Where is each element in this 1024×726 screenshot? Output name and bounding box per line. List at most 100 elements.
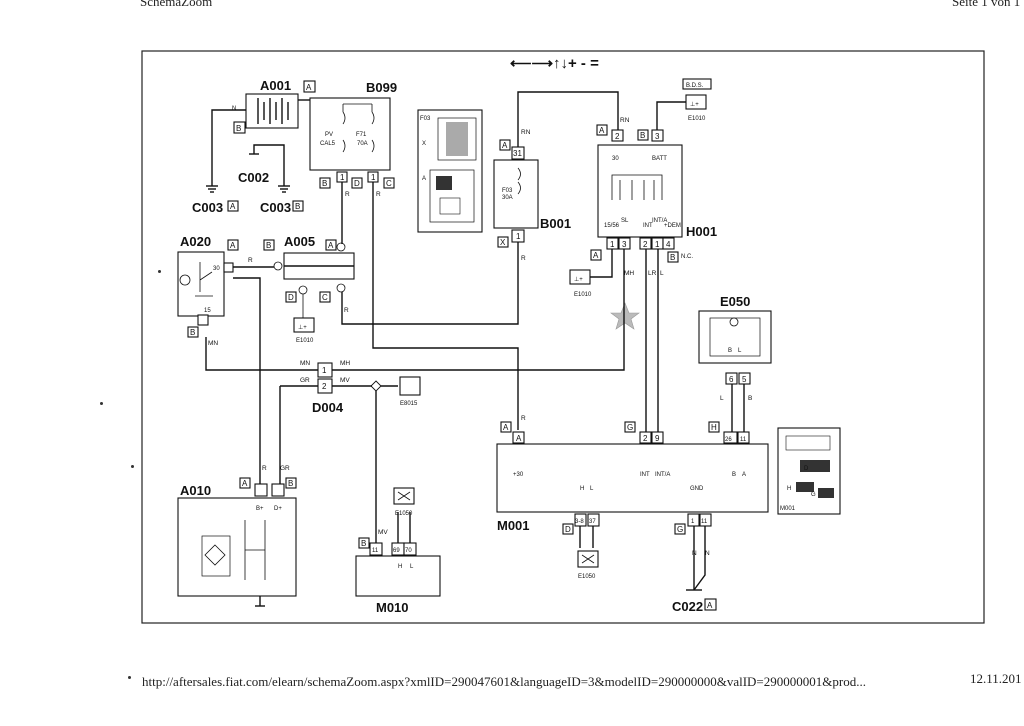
svg-text:30A: 30A — [502, 195, 513, 201]
svg-text:⊥+: ⊥+ — [690, 101, 699, 108]
svg-text:30: 30 — [213, 266, 220, 272]
svg-text:R: R — [376, 191, 381, 198]
starter-a005: A005 B A D C ⊥+ E1010 — [263, 234, 355, 344]
footer-url[interactable]: http://aftersales.fiat.com/elearn/schema… — [142, 674, 866, 689]
svg-text:D: D — [354, 179, 360, 188]
svg-text:B: B — [640, 131, 645, 140]
label-a020: A020 — [180, 234, 211, 249]
svg-text:1: 1 — [322, 366, 327, 375]
svg-text:SL: SL — [621, 218, 629, 224]
inset-f03: F03 X A — [417, 109, 483, 233]
svg-text:B: B — [236, 124, 241, 133]
svg-text:C: C — [386, 179, 392, 188]
svg-text:11: 11 — [740, 437, 747, 443]
svg-text:INT/A: INT/A — [652, 218, 667, 224]
svg-text:R: R — [262, 465, 267, 472]
svg-text:H: H — [580, 486, 584, 492]
svg-text:6: 6 — [729, 375, 734, 384]
svg-text:F03: F03 — [502, 188, 513, 194]
svg-text:MH: MH — [624, 270, 634, 277]
svg-text:D: D — [804, 466, 809, 472]
svg-text:1: 1 — [516, 232, 521, 241]
svg-text:F71: F71 — [356, 132, 367, 138]
svg-text:5: 5 — [742, 375, 747, 384]
svg-text:H: H — [711, 423, 717, 432]
svg-text:G: G — [811, 492, 816, 498]
svg-text:GR: GR — [300, 377, 310, 384]
svg-text:D+: D+ — [274, 506, 282, 512]
svg-text:70: 70 — [405, 548, 412, 554]
svg-text:L: L — [660, 270, 664, 277]
marker-star-icon — [610, 302, 640, 330]
label-a005: A005 — [284, 234, 315, 249]
label-a001: A001 — [260, 78, 291, 93]
svg-text:70A: 70A — [357, 141, 368, 147]
svg-text:A: A — [516, 434, 522, 443]
svg-text:N: N — [705, 550, 710, 557]
svg-text:D: D — [565, 525, 571, 534]
label-e1050-b: E1050 — [578, 574, 596, 580]
svg-text:1: 1 — [691, 519, 695, 525]
svg-text:3: 3 — [655, 132, 660, 141]
battery-a001: A001 A B N — [232, 78, 316, 134]
svg-text:A: A — [707, 601, 713, 610]
svg-text:1: 1 — [655, 240, 660, 249]
svg-text:PV: PV — [325, 132, 333, 138]
svg-text:A: A — [422, 176, 426, 182]
svg-text:A: A — [742, 472, 746, 478]
connector-d004: 1 2 D004 — [312, 362, 344, 415]
label-c003-a: C003 — [192, 200, 223, 215]
svg-text:H: H — [398, 564, 402, 570]
svg-text:A: A — [230, 241, 236, 250]
svg-text:R: R — [521, 255, 526, 262]
instrument-e050: E050 B L 6 5 — [698, 294, 772, 385]
label-b099: B099 — [366, 80, 397, 95]
svg-text:2: 2 — [615, 132, 620, 141]
svg-text:G: G — [677, 525, 683, 534]
svg-text:B: B — [190, 328, 195, 337]
svg-text:37: 37 — [589, 519, 596, 525]
label-e8015: E8015 — [400, 401, 418, 407]
label-e050: E050 — [720, 294, 750, 309]
svg-text:9: 9 — [655, 434, 660, 443]
svg-text:B: B — [266, 241, 271, 250]
svg-text:A: A — [502, 141, 508, 150]
zoom-toolbar[interactable]: ⟵⟶↑↓+ - = — [510, 55, 599, 72]
svg-text:B+: B+ — [256, 506, 264, 512]
label-c003-b: C003 — [260, 200, 291, 215]
svg-text:G: G — [627, 423, 633, 432]
svg-text:RN: RN — [620, 117, 630, 124]
svg-text:B: B — [322, 179, 327, 188]
label-b001: B001 — [540, 216, 571, 231]
label-m001: M001 — [497, 518, 530, 533]
svg-text:H: H — [787, 486, 791, 492]
page-header-left: SchemaZoom — [140, 0, 213, 9]
svg-text:L: L — [410, 564, 414, 570]
label-m010: M010 — [376, 600, 409, 615]
svg-text:B: B — [670, 253, 675, 262]
svg-text:2: 2 — [643, 240, 648, 249]
svg-text:3: 3 — [622, 240, 627, 249]
svg-text:26: 26 — [725, 437, 732, 443]
svg-text:15: 15 — [204, 308, 211, 314]
label-c022: C022 — [672, 599, 703, 614]
svg-text:A: A — [599, 126, 605, 135]
svg-text:N: N — [692, 550, 697, 557]
svg-text:+30: +30 — [513, 472, 524, 478]
svg-text:L: L — [720, 395, 724, 402]
label-h001: H001 — [686, 224, 717, 239]
svg-text:R: R — [521, 415, 526, 422]
svg-text:R: R — [248, 257, 253, 264]
svg-text:E1010: E1010 — [688, 116, 706, 122]
svg-text:A: A — [593, 251, 599, 260]
svg-text:+DEM: +DEM — [664, 223, 681, 229]
inset-m001: D H G M001 — [777, 427, 841, 515]
svg-text:R: R — [345, 191, 350, 198]
svg-text:4: 4 — [666, 240, 671, 249]
svg-text:R: R — [344, 307, 349, 314]
module-m010: B 11 69 70 H L M010 — [355, 537, 441, 615]
svg-text:MV: MV — [378, 529, 388, 536]
svg-text:MH: MH — [340, 360, 350, 367]
svg-text:2: 2 — [322, 382, 327, 391]
